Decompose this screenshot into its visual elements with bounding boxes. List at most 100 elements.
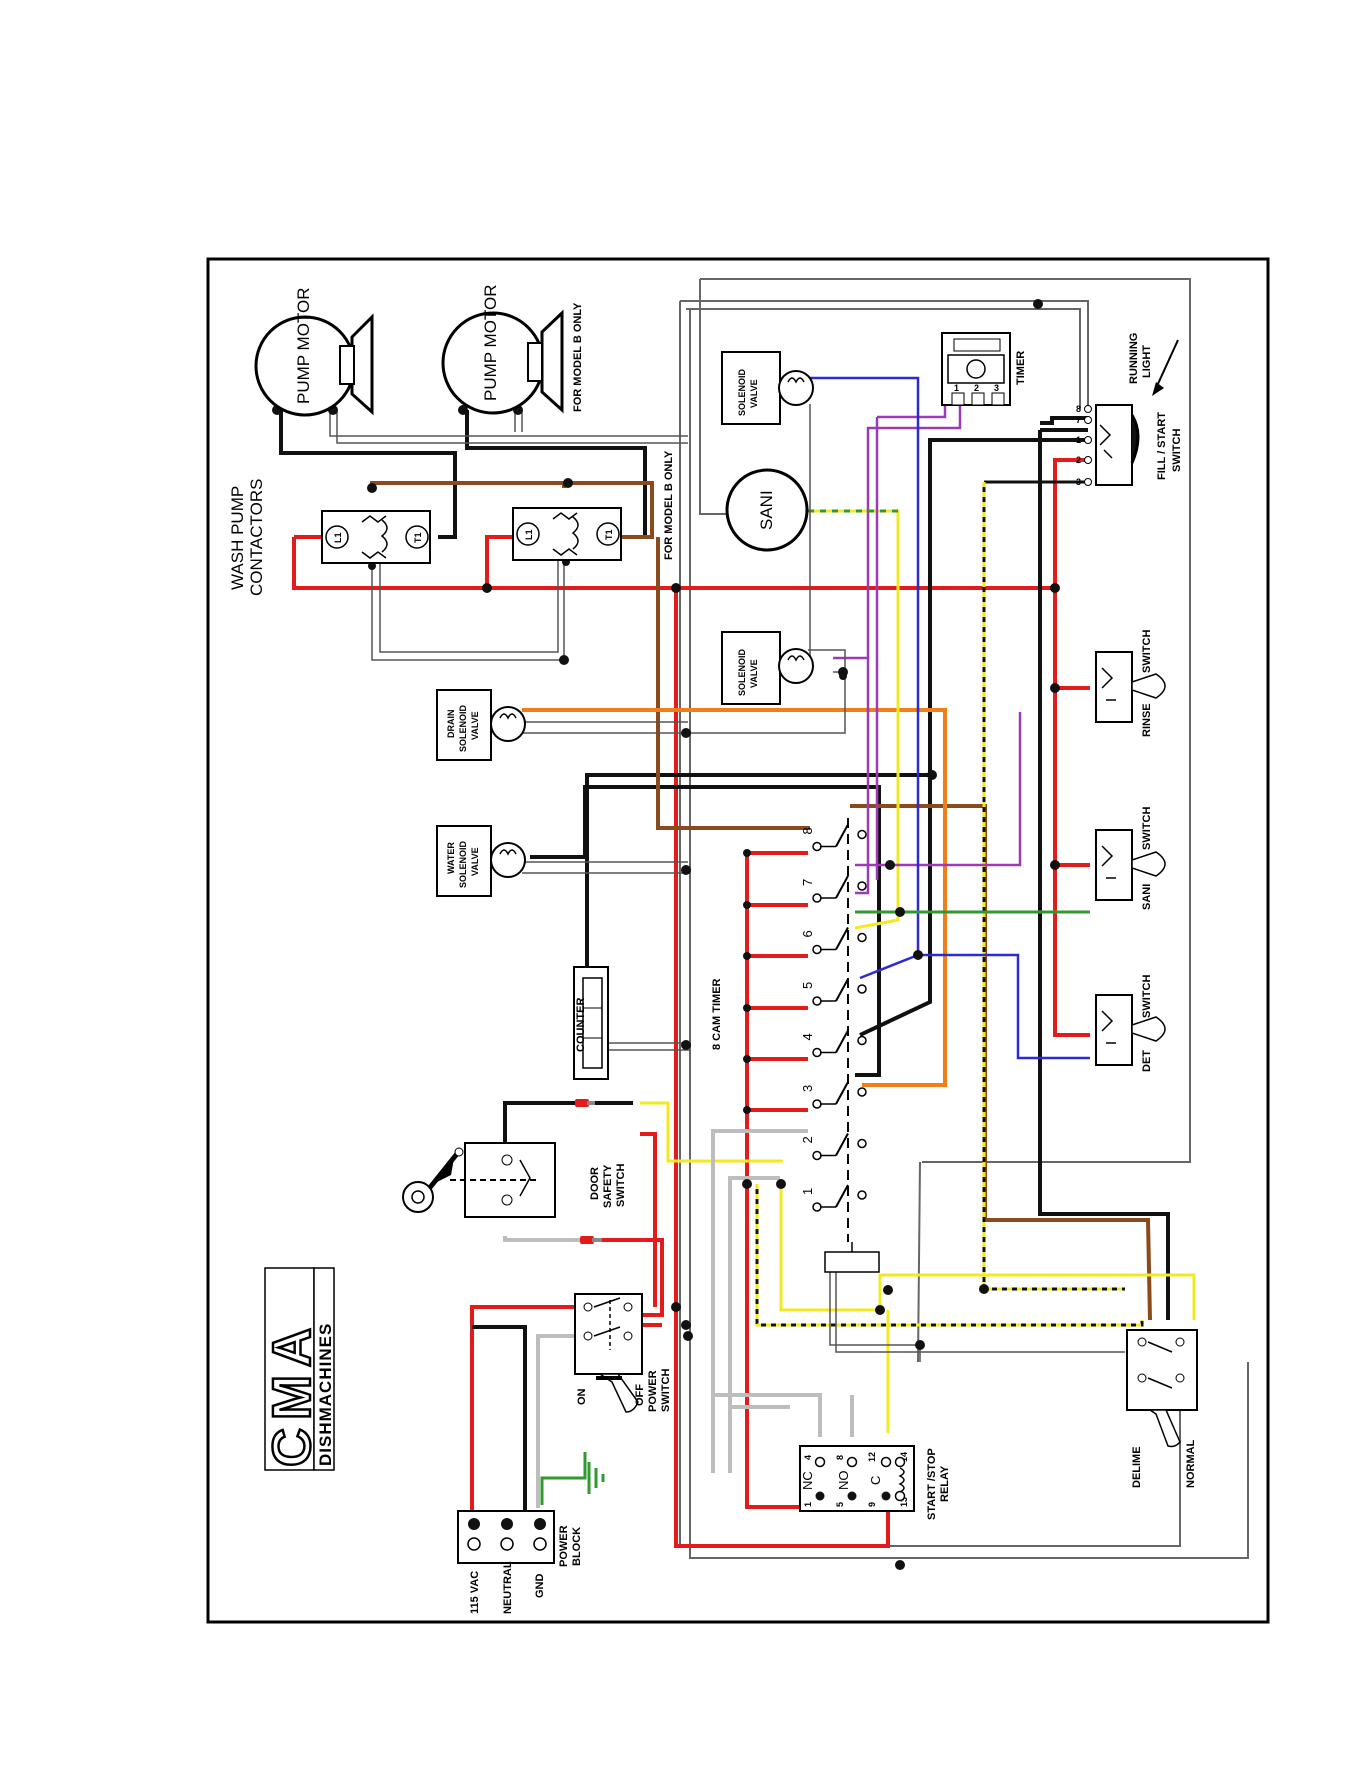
rinse-switch-label: SWITCH xyxy=(1141,630,1153,673)
door-label-3: SWITCH xyxy=(615,1164,627,1207)
light-label: LIGHT xyxy=(1141,345,1153,378)
pump-motor-2: PUMP MOTOR FOR MODEL B ONLY xyxy=(441,285,584,415)
relay-label-1: START /STOP xyxy=(926,1448,938,1520)
timer: 1 2 3 TIMER xyxy=(941,332,1027,406)
off-label: OFF xyxy=(634,1384,646,1406)
relay-term-4: 4 xyxy=(803,1455,813,1460)
water-label-3: VALVE xyxy=(470,847,480,876)
normal-label: NORMAL xyxy=(1185,1439,1197,1488)
cam-6-number: 6 xyxy=(800,930,815,937)
power-switch-label-1: POWER xyxy=(647,1370,659,1412)
cam-7-contact-a xyxy=(812,893,822,903)
water-label-1: WATER xyxy=(446,842,456,874)
solenoid-mid-label-2: VALVE xyxy=(749,659,759,688)
cam-8-contact-b xyxy=(857,829,867,840)
drain-solenoid-valve: DRAIN SOLENOID VALVE xyxy=(436,689,526,761)
contactors-label: CONTACTORS xyxy=(247,479,266,596)
drain-label-1: DRAIN xyxy=(446,710,456,739)
purple-wires xyxy=(833,404,1022,895)
cam-5-contact-a xyxy=(812,996,822,1006)
sani-label: SANI xyxy=(757,490,776,530)
cam-6-arm xyxy=(835,927,849,950)
cam-3-contact-b xyxy=(857,1087,867,1097)
timer-term-1: 1 xyxy=(954,383,959,393)
cam-1-arm xyxy=(835,1184,849,1208)
junction-dots xyxy=(272,299,1060,1570)
timer-label: TIMER xyxy=(1015,351,1027,385)
water-label-2: SOLENOID xyxy=(458,840,468,888)
power-block-label-1: POWER xyxy=(558,1525,570,1567)
power-block: 115 VAC NEUTRAL GND POWER BLOCK xyxy=(457,1452,605,1614)
cam-2-arm xyxy=(835,1133,849,1156)
wash-pump-label: WASH PUMP xyxy=(228,486,247,590)
wash-pump-contactors: WASH PUMP CONTACTORS L1 T1 L1 T1 FOR MOD… xyxy=(228,450,675,596)
gray-wires xyxy=(503,1129,854,1508)
cam-4-contact-a xyxy=(812,1047,822,1058)
door-safety-switch: DOOR SAFETY SWITCH xyxy=(402,1099,627,1244)
cam-1-contact-b xyxy=(857,1190,867,1200)
red-wires xyxy=(292,458,1090,1548)
sani-switch-label: SWITCH xyxy=(1141,807,1153,850)
power-switch-label-2: SWITCH xyxy=(660,1369,672,1412)
counter: COUNTER xyxy=(573,966,609,1080)
cam-5-arm xyxy=(835,978,849,1002)
blue-wires xyxy=(810,376,1090,1060)
start-stop-relay: NC NO C 1 4 5 8 9 12 13 14 START /STOP R… xyxy=(799,1445,951,1520)
neutral-label: NEUTRAL xyxy=(502,1561,514,1614)
rinse-switch: RINSE SWITCH xyxy=(1095,630,1166,737)
timer-term-3: 3 xyxy=(994,383,999,393)
cma-logo: CMA DISHMACHINES xyxy=(261,1267,335,1471)
solenoid-valve-top: SOLENOID VALVE xyxy=(721,351,814,425)
model-b-label-1: FOR MODEL B ONLY xyxy=(572,302,584,412)
det-switch: DET SWITCH xyxy=(1095,975,1166,1072)
relay-term-5: 5 xyxy=(835,1502,845,1507)
cam-5-contact-b xyxy=(857,984,867,994)
cam-6-contact-a xyxy=(812,944,822,955)
fill-start-switch-label: SWITCH xyxy=(1171,429,1183,472)
fs-term-7: 7 xyxy=(1076,415,1081,425)
cam-4-contact-b xyxy=(857,1035,867,1046)
rinse-label: RINSE xyxy=(1141,703,1153,737)
power-switch: ON OFF POWER SWITCH xyxy=(574,1293,672,1413)
contactor-2-l1: L1 xyxy=(524,529,534,540)
diagram-frame xyxy=(206,257,1270,1624)
cam-4-arm xyxy=(835,1030,849,1053)
det-switch-label: SWITCH xyxy=(1141,975,1153,1018)
model-b-label-2: FOR MODEL B ONLY xyxy=(663,450,675,560)
gnd-label: GND xyxy=(534,1574,546,1599)
cam-1-contact-a xyxy=(812,1202,822,1212)
sani-component: SANI xyxy=(725,468,809,552)
fs-term-8: 8 xyxy=(1076,404,1081,414)
cam-8-contact-a xyxy=(812,841,822,852)
relay-term-14: 14 xyxy=(899,1452,909,1462)
contactor-1-t1: T1 xyxy=(413,532,423,543)
delime-label: DELIME xyxy=(1131,1446,1143,1488)
cam-3-contact-a xyxy=(812,1099,822,1109)
sani-switch-top-label: SANI xyxy=(1141,884,1153,910)
timer-term-2: 2 xyxy=(974,383,979,393)
door-label-2: SAFETY xyxy=(602,1164,614,1208)
cam-4-number: 4 xyxy=(800,1033,815,1040)
drain-label-3: VALVE xyxy=(470,711,480,740)
cam-1-number: 1 xyxy=(800,1188,815,1195)
vac-label: 115 VAC xyxy=(469,1571,481,1614)
water-solenoid-valve: WATER SOLENOID VALVE xyxy=(436,825,526,897)
relay-term-1: 1 xyxy=(803,1502,813,1507)
door-label-1: DOOR xyxy=(589,1167,601,1200)
det-label: DET xyxy=(1141,1050,1153,1072)
cam-6-contact-b xyxy=(857,932,867,943)
relay-term-8: 8 xyxy=(835,1455,845,1460)
cam-2-contact-b xyxy=(857,1138,867,1149)
relay-c: C xyxy=(868,1476,883,1485)
relay-term-12: 12 xyxy=(867,1452,877,1462)
fill-start-switch: 8 7 1 2 3 RUNNING LIGHT FILL / START SWI… xyxy=(1076,333,1183,487)
cam-7-number: 7 xyxy=(800,879,815,886)
cam-7-arm xyxy=(835,875,849,899)
delime-switch: DELIME NORMAL xyxy=(1126,1329,1198,1488)
pump-motor-1-label: PUMP MOTOR xyxy=(294,288,313,405)
yellow-wires xyxy=(640,509,1196,1433)
cam-8-number: 8 xyxy=(800,827,815,834)
cam-3-arm xyxy=(835,1081,849,1105)
